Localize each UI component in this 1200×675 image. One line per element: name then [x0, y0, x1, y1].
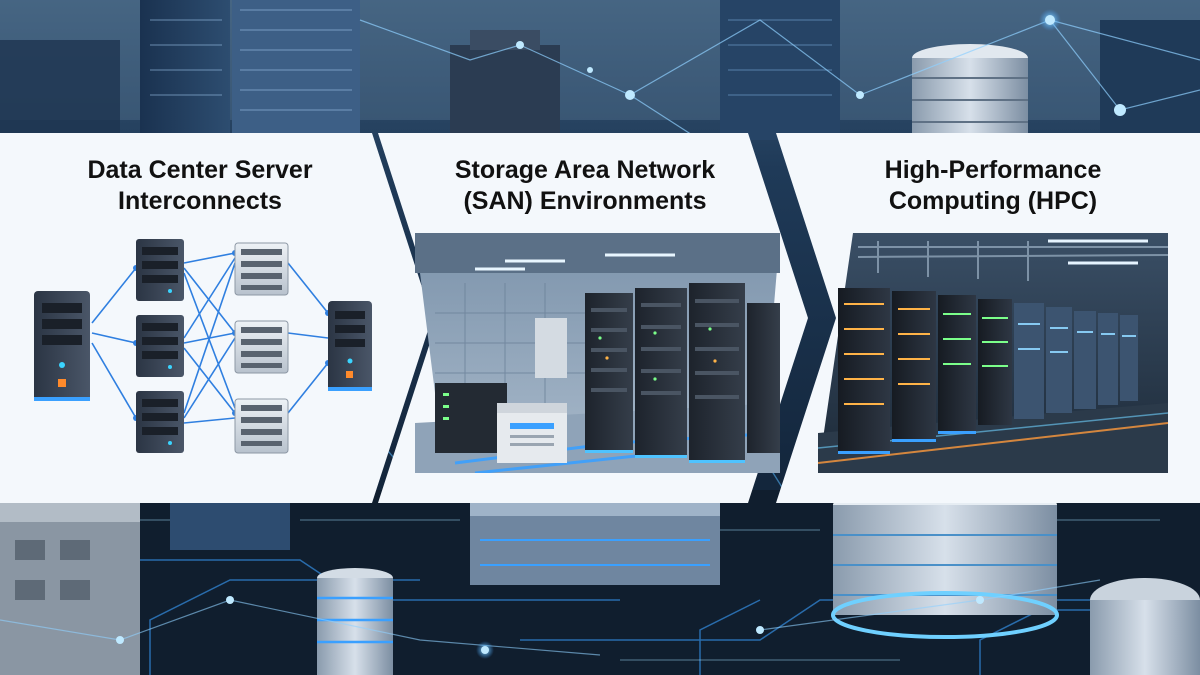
panel-data-center-interconnects: Data Center Server Interconnects: [0, 133, 440, 503]
san-server-room-photo: [415, 233, 780, 473]
panel-2-title: Storage Area Network (SAN) Environments: [454, 156, 716, 215]
panel-1-title: Data Center Server Interconnects: [87, 156, 313, 215]
panel-hpc: High-Performance Computing (HPC): [768, 133, 1200, 503]
server-network-diagram: [34, 239, 372, 454]
left-server-icon: [34, 291, 90, 401]
panel-3-title: High-Performance Computing (HPC): [884, 156, 1102, 215]
right-server-icon: [328, 301, 372, 391]
panel-san-environments: Storage Area Network (SAN) Environments: [370, 133, 810, 503]
hpc-cluster-photo: [818, 233, 1168, 473]
